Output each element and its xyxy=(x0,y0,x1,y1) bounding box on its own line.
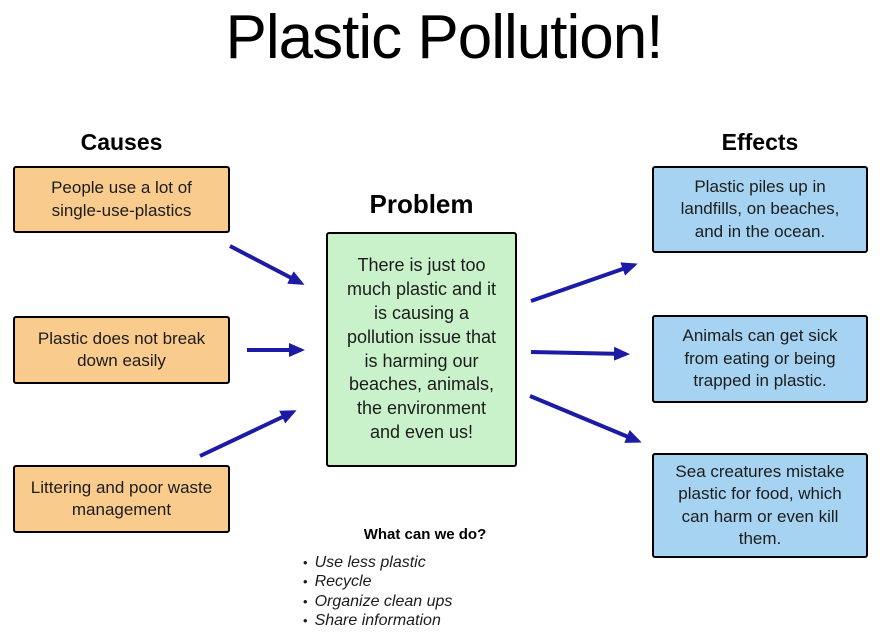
cause-box-3-text: Littering and poor waste management xyxy=(30,477,213,519)
actions-heading: What can we do? xyxy=(363,526,487,543)
action-item-text: Organize clean ups xyxy=(314,592,453,610)
action-item-text: Share information xyxy=(314,611,441,629)
arrow-problem-to-effect1 xyxy=(530,262,638,303)
effect-box-2: Animals can get sick from eating or bein… xyxy=(652,315,868,403)
problem-box: There is just too much plastic and it is… xyxy=(326,232,517,467)
arrow-cause1-to-problem xyxy=(229,244,305,285)
action-item-text: Use less plastic xyxy=(314,554,426,571)
problem-box-text: There is just too much plastic and it is… xyxy=(346,254,497,443)
cause-box-1: People use a lot of single-use-plastics xyxy=(13,166,230,233)
page-title: Plastic Pollution! xyxy=(225,3,664,72)
cause-box-3: Littering and poor waste management xyxy=(13,465,230,533)
bullet-icon: • xyxy=(303,593,308,609)
effect-box-3-text: Sea creatures mistake plastic for food, … xyxy=(675,461,845,548)
problem-heading: Problem xyxy=(369,189,474,219)
effect-box-3: Sea creatures mistake plastic for food, … xyxy=(652,453,868,558)
action-item-text: Recycle xyxy=(314,573,372,591)
cause-box-2: Plastic does not break down easily xyxy=(13,316,230,384)
effect-box-2-text: Animals can get sick from eating or bein… xyxy=(682,326,838,391)
causes-heading: Causes xyxy=(80,129,163,155)
effect-box-1-text: Plastic piles up in landfills, on beache… xyxy=(680,176,840,241)
cause-box-1-text: People use a lot of single-use-plastics xyxy=(51,178,192,220)
action-item: • Share information xyxy=(303,611,553,630)
action-item: • Use less plastic xyxy=(303,553,553,572)
actions-list: • Use less plastic • Recycle • Organize … xyxy=(303,553,553,630)
bullet-icon: • xyxy=(303,555,308,570)
effect-box-1: Plastic piles up in landfills, on beache… xyxy=(652,166,868,253)
arrow-cause3-to-problem xyxy=(199,410,297,458)
cause-box-2-text: Plastic does not break down easily xyxy=(37,328,206,370)
bullet-icon: • xyxy=(303,612,308,628)
action-item: • Organize clean ups xyxy=(303,592,553,611)
action-item: • Recycle xyxy=(303,572,553,591)
arrow-problem-to-effect3 xyxy=(529,394,642,443)
bullet-icon: • xyxy=(303,574,308,590)
effects-heading: Effects xyxy=(721,129,799,155)
arrow-problem-to-effect2 xyxy=(530,346,630,361)
